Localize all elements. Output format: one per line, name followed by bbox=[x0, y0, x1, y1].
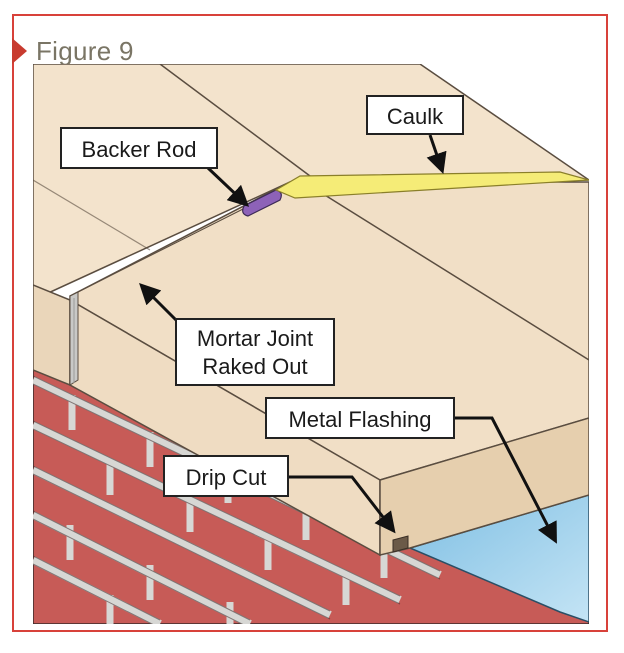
mortar-joint-arrow bbox=[139, 283, 180, 324]
caulk-arrow bbox=[426, 134, 447, 174]
callout-backer-rod: Backer Rod bbox=[60, 127, 218, 169]
callout-mortar-joint: Mortar Joint Raked Out bbox=[175, 318, 335, 386]
backer-rod-arrow bbox=[206, 166, 250, 207]
metal-flashing-arrow bbox=[450, 416, 557, 544]
backer-rod-label: Backer Rod bbox=[82, 137, 197, 162]
drip-cut-label: Drip Cut bbox=[186, 465, 267, 490]
drip-cut-notch bbox=[392, 535, 409, 553]
callout-caulk: Caulk bbox=[366, 95, 464, 135]
callout-drip-cut: Drip Cut bbox=[163, 455, 289, 497]
callout-metal-flashing: Metal Flashing bbox=[265, 397, 455, 439]
caulk-label: Caulk bbox=[387, 104, 444, 129]
leader-lines bbox=[139, 134, 557, 544]
figure-title: Figure 9 bbox=[36, 36, 134, 66]
caulk-bead bbox=[274, 171, 589, 199]
mortar-joint-label-line1: Mortar Joint bbox=[197, 326, 313, 351]
coping-end-face bbox=[379, 417, 589, 556]
drip-cut-arrow bbox=[288, 475, 396, 534]
figure-marker-triangle bbox=[12, 38, 27, 64]
metal-flashing-label: Metal Flashing bbox=[288, 407, 431, 432]
mortar-joint-label-line2: Raked Out bbox=[202, 354, 307, 379]
left-coping-face bbox=[33, 284, 71, 387]
